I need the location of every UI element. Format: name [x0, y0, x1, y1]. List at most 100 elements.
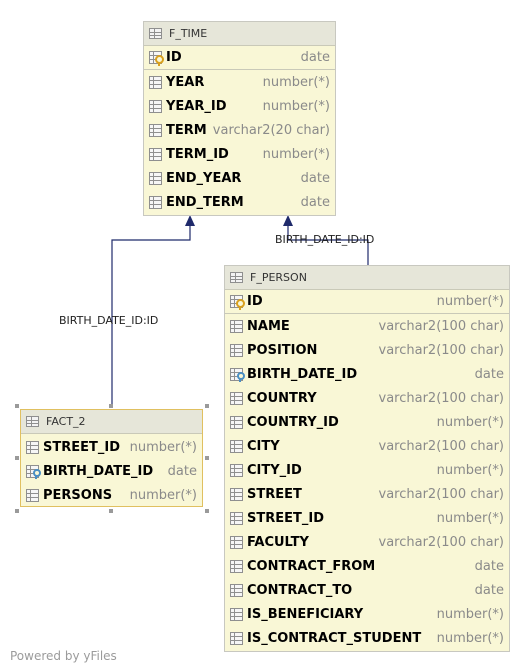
table-header[interactable]: F_PERSON	[225, 266, 509, 290]
column-name: CONTRACT_TO	[247, 582, 353, 598]
powered-by-label: Powered by yFiles	[10, 649, 117, 663]
column-row[interactable]: IS_CONTRACT_STUDENT number(*)	[225, 626, 509, 650]
column-type: number(*)	[436, 414, 504, 430]
table-header[interactable]: F_TIME	[144, 22, 335, 46]
column-name: STREET_ID	[247, 510, 324, 526]
column-name: BIRTH_DATE_ID	[43, 463, 154, 479]
column-name: YEAR_ID	[166, 98, 227, 114]
column-name: CONTRACT_FROM	[247, 558, 376, 574]
column-type: varchar2(100 char)	[378, 486, 504, 502]
column-icon	[149, 171, 162, 185]
column-name: YEAR	[166, 74, 205, 90]
primary-key-icon	[230, 295, 245, 310]
column-type: varchar2(100 char)	[378, 438, 504, 454]
column-name: ID	[166, 50, 182, 65]
column-row[interactable]: COUNTRY_ID number(*)	[225, 410, 509, 434]
table-title: F_TIME	[169, 27, 208, 40]
resize-handle-e[interactable]	[205, 456, 209, 460]
edge-label-fact2: BIRTH_DATE_ID:ID	[59, 314, 159, 327]
column-icon	[149, 99, 162, 113]
column-name: IS_CONTRACT_STUDENT	[247, 630, 422, 646]
column-icon	[26, 440, 39, 454]
resize-handle-se[interactable]	[205, 509, 209, 513]
column-row[interactable]: CITY varchar2(100 char)	[225, 434, 509, 458]
resize-handle-n[interactable]	[109, 404, 113, 408]
column-row[interactable]: YEAR number(*)	[144, 70, 335, 94]
column-row[interactable]: IS_BENEFICIARY number(*)	[225, 602, 509, 626]
foreign-key-icon	[26, 464, 41, 479]
arrowhead-fperson-edge	[283, 215, 293, 226]
column-type: date	[300, 50, 330, 65]
resize-handle-w[interactable]	[15, 456, 19, 460]
column-type: number(*)	[436, 606, 504, 622]
column-type: varchar2(100 char)	[378, 318, 504, 334]
column-type: number(*)	[129, 487, 197, 503]
resize-handle-ne[interactable]	[205, 404, 209, 408]
column-name: CITY	[247, 438, 280, 454]
table-title: FACT_2	[46, 415, 86, 428]
resize-handle-sw[interactable]	[15, 509, 19, 513]
resize-handle-s[interactable]	[109, 509, 113, 513]
column-type: varchar2(100 char)	[378, 534, 504, 550]
column-icon	[149, 123, 162, 137]
column-type: number(*)	[262, 74, 330, 90]
column-name: POSITION	[247, 342, 318, 358]
column-type: date	[300, 170, 330, 186]
table-header[interactable]: FACT_2	[21, 410, 202, 434]
column-type: date	[474, 558, 504, 574]
column-icon	[26, 488, 39, 502]
column-icon	[230, 439, 243, 453]
column-type: date	[474, 366, 504, 382]
column-name: COUNTRY_ID	[247, 414, 339, 430]
column-icon	[230, 511, 243, 525]
column-type: date	[167, 463, 197, 479]
column-row[interactable]: BIRTH_DATE_ID date	[21, 459, 202, 483]
column-type: number(*)	[436, 630, 504, 646]
column-name: TERM_ID	[166, 146, 229, 162]
edge-fact2-to-ftime[interactable]	[111, 226, 191, 408]
column-name: COUNTRY	[247, 390, 317, 406]
table-title: F_PERSON	[250, 271, 307, 284]
column-row[interactable]: END_YEAR date	[144, 166, 335, 190]
foreign-key-icon	[230, 367, 245, 382]
column-icon	[230, 415, 243, 429]
resize-handle-nw[interactable]	[15, 404, 19, 408]
edge-fperson-to-ftime[interactable]	[287, 226, 369, 265]
column-icon	[149, 195, 162, 209]
arrowhead-fact2-edge	[185, 215, 195, 226]
pk-row[interactable]: ID number(*)	[225, 290, 509, 314]
column-type: number(*)	[436, 462, 504, 478]
column-row[interactable]: PERSONS number(*)	[21, 483, 202, 507]
column-name: PERSONS	[43, 487, 113, 503]
pk-row[interactable]: ID date	[144, 46, 335, 70]
edge-label-fperson: BIRTH_DATE_ID:ID	[275, 233, 375, 246]
column-icon	[149, 75, 162, 89]
column-name: END_YEAR	[166, 170, 242, 186]
column-icon	[230, 463, 243, 477]
column-icon	[230, 559, 243, 573]
table-icon	[26, 416, 39, 427]
column-type: date	[300, 194, 330, 210]
column-name: STREET_ID	[43, 439, 120, 455]
column-name: IS_BENEFICIARY	[247, 606, 364, 622]
column-type: number(*)	[436, 294, 504, 309]
column-icon	[230, 343, 243, 357]
column-row[interactable]: CONTRACT_FROM date	[225, 554, 509, 578]
